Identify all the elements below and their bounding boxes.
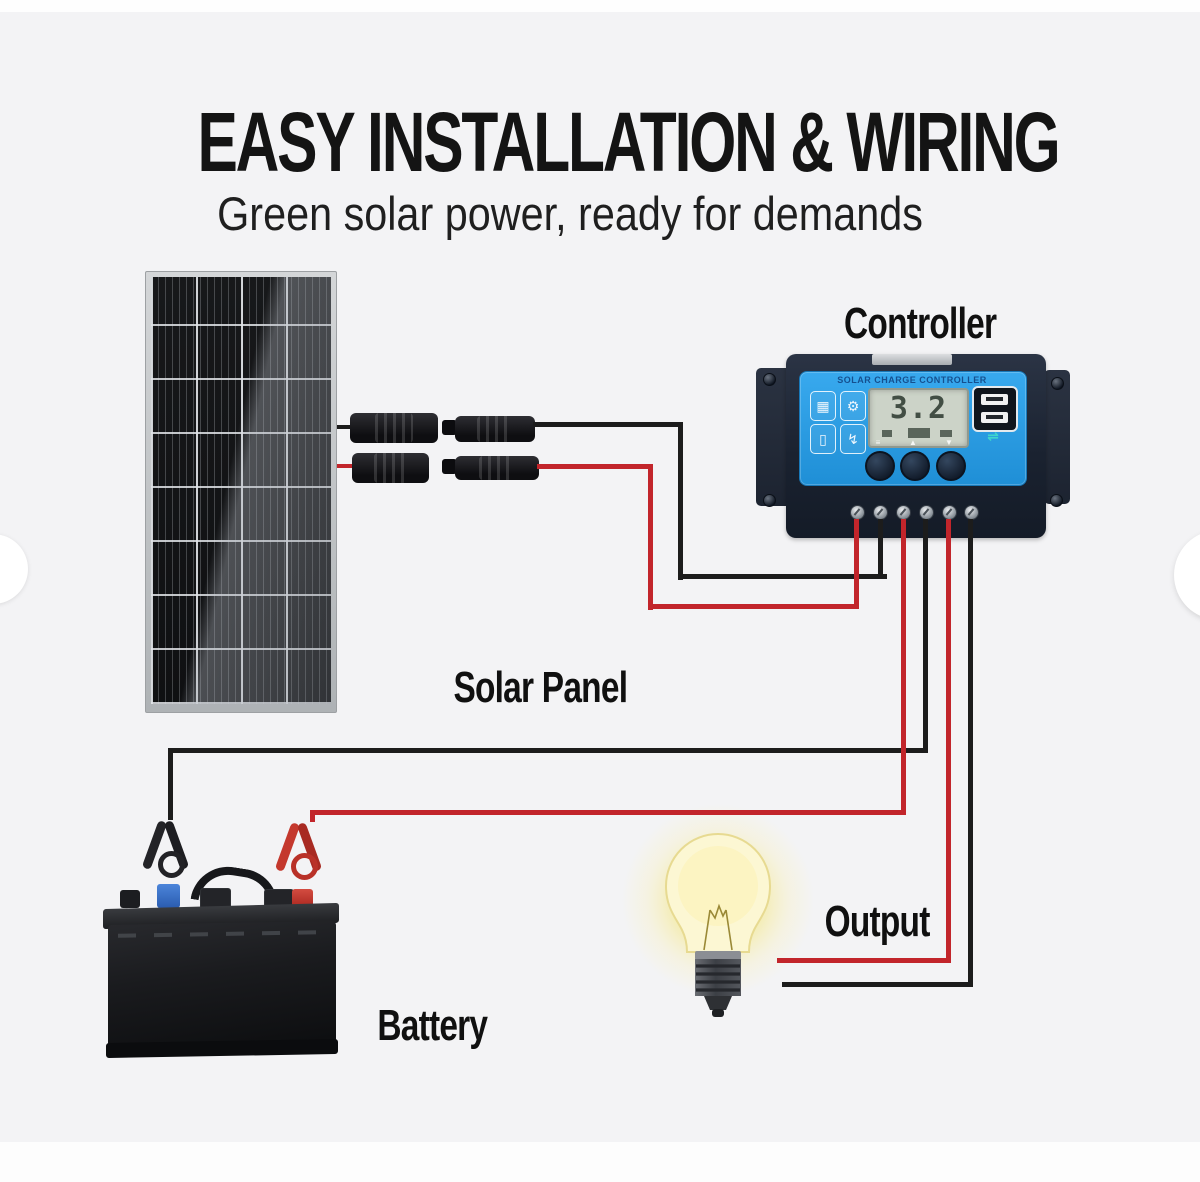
mc4-pin	[442, 420, 457, 435]
wire-battery-positive	[901, 519, 906, 815]
wire-battery-negative	[923, 519, 928, 753]
terminal-screw-solar-negative	[873, 505, 888, 520]
output-label: Output	[824, 897, 930, 946]
mount-screw-hole	[1051, 377, 1064, 390]
mc4-pin	[442, 459, 457, 474]
battery-label: Battery	[377, 1001, 488, 1050]
dual-usb-ports	[972, 386, 1018, 432]
menu-button-icon: ≡	[875, 438, 881, 447]
controller-mount-ear-right	[1044, 370, 1070, 504]
wire-solar-negative	[678, 574, 887, 579]
solar-panel-cells	[151, 277, 331, 704]
controller-button-down[interactable]	[936, 451, 966, 481]
page-subtitle-text: Green solar power, ready for demands	[217, 187, 923, 240]
battery-icon: ▯	[810, 424, 836, 454]
wire-output-positive	[777, 958, 951, 963]
wire-output-positive	[946, 519, 951, 963]
mc4-connector-female-positive	[352, 453, 429, 483]
controller-lcd: 3.2	[868, 388, 969, 448]
black-clamp-loop	[158, 851, 185, 878]
mc4-connector-female-negative	[350, 413, 438, 443]
mount-screw-hole	[1050, 494, 1063, 507]
page-title: EASY INSTALLATION & WIRING	[30, 100, 1110, 184]
battery-cap	[120, 890, 140, 908]
wire-solar-positive	[648, 604, 859, 609]
terminal-screw-solar-positive	[850, 505, 865, 520]
solar-panel-icon: ▦	[810, 391, 836, 421]
page-margin-top	[0, 0, 1200, 12]
panel-wire-stub-negative	[333, 425, 352, 429]
terminal-screw-battery-negative	[919, 505, 934, 520]
light-bulb	[622, 804, 814, 1017]
usb-symbol-icon: ⇌	[987, 428, 999, 444]
bulb-filament	[703, 903, 733, 951]
controller-brand-text: SOLAR CHARGE CONTROLLER	[837, 375, 987, 385]
wire-battery-negative	[168, 748, 928, 753]
controller-label: Controller	[843, 299, 997, 348]
controller-button-menu[interactable]	[865, 451, 895, 481]
terminal-screw-battery-positive	[896, 505, 911, 520]
wire-solar-positive	[537, 464, 653, 469]
wire-solar-negative	[878, 519, 883, 579]
mount-screw-hole	[763, 373, 776, 386]
controller-button-up[interactable]	[900, 451, 930, 481]
up-button-icon: ▲	[909, 438, 917, 447]
mc4-connector-male-positive	[455, 456, 539, 480]
settings-gear-icon: ⚙	[840, 391, 866, 421]
wire-solar-positive	[854, 519, 859, 609]
usb-port	[981, 412, 1008, 423]
controller-top-strip	[872, 354, 952, 365]
lcd-arrow-icon	[940, 430, 952, 437]
wire-output-negative	[782, 982, 973, 987]
page-subtitle: Green solar power, ready for demands	[30, 190, 1110, 237]
mount-screw-hole	[763, 494, 776, 507]
bulb-collar	[695, 951, 741, 960]
bulb-tip	[704, 996, 732, 1010]
red-clamp-loop	[291, 853, 318, 880]
wire-battery-positive	[310, 812, 315, 822]
charge-controller: SOLAR CHARGE CONTROLLER ▦ ⚙ ▯ ↯ 3.2 ⇌ ≡ …	[756, 354, 1070, 540]
wire-output-negative	[968, 519, 973, 987]
page-title-text: EASY INSTALLATION & WIRING	[197, 95, 1060, 189]
solar-panel-label: Solar Panel	[453, 663, 628, 712]
terminal-screw-load-positive	[942, 505, 957, 520]
solar-panel	[145, 271, 337, 713]
battery	[100, 815, 350, 1065]
lcd-battery-icon	[882, 430, 892, 437]
terminal-screw-load-negative	[964, 505, 979, 520]
page-margin-bottom	[0, 1142, 1200, 1182]
wire-solar-positive	[648, 464, 653, 610]
lcd-value: 3.2	[889, 391, 948, 426]
wire-battery-positive	[310, 810, 906, 815]
mc4-connector-male-negative	[455, 416, 535, 442]
battery-terminal-blue	[157, 884, 180, 908]
wire-solar-negative	[678, 422, 683, 580]
load-lamp-icon: ↯	[840, 424, 866, 454]
lcd-bars-icon	[908, 428, 930, 438]
wire-battery-negative	[168, 750, 173, 820]
panel-wire-stub-positive	[333, 464, 353, 468]
usb-port	[981, 394, 1008, 405]
wire-solar-negative	[533, 422, 683, 427]
down-button-icon: ▼	[945, 438, 953, 447]
